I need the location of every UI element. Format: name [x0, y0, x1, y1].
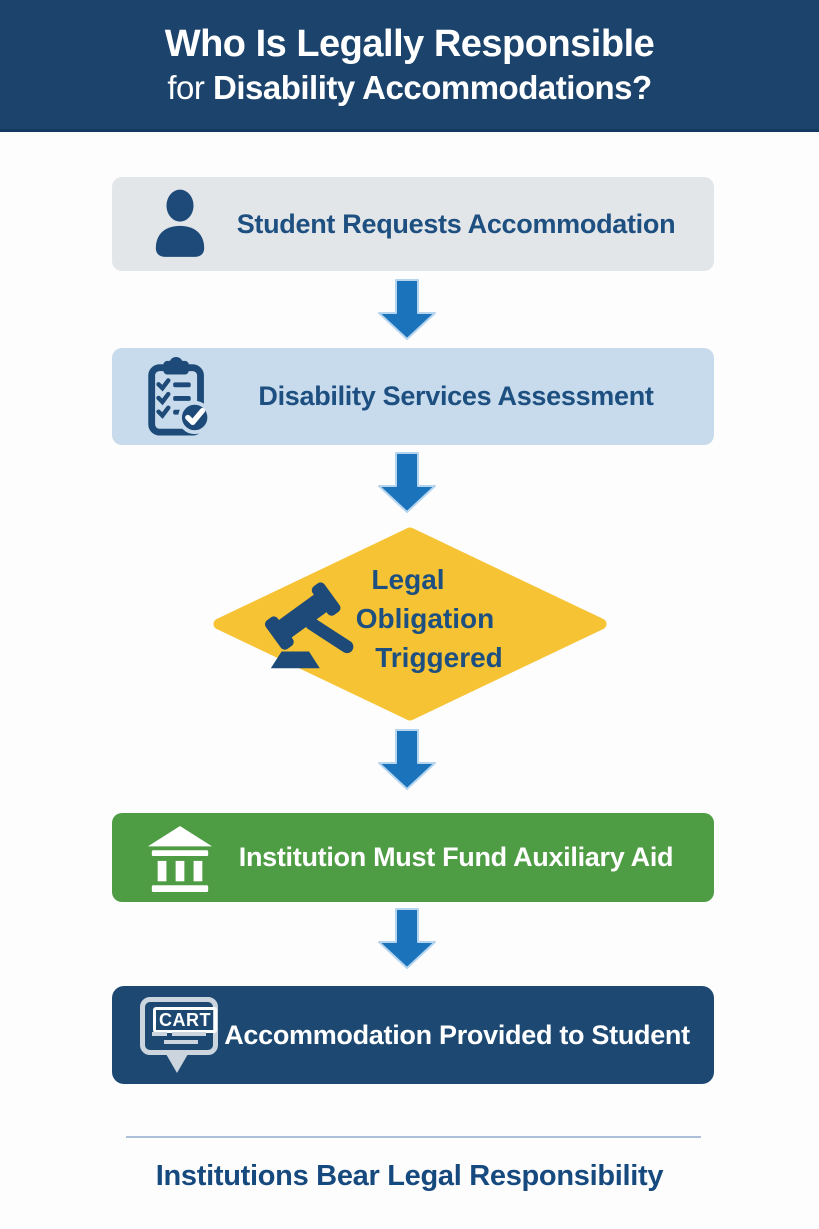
footer-conclusion: Institutions Bear Legal Responsibility — [155, 1160, 664, 1192]
footer-divider — [126, 1136, 701, 1138]
subtitle-emphasis: Disability Accommodations? — [213, 68, 652, 106]
diamond-label-line: Triggered — [375, 642, 503, 673]
step-label: Accommodation Provided to Student — [224, 1019, 690, 1050]
arrow-down-icon — [378, 908, 436, 969]
caption-dash — [172, 1032, 206, 1036]
header-banner: Who Is Legally Responsible for Disabilit… — [0, 0, 819, 132]
subtitle-prefix: for — [167, 68, 213, 106]
person-icon — [138, 189, 222, 259]
arrow-down-icon — [378, 279, 436, 340]
cart-label: CART — [153, 1007, 217, 1033]
diamond-label-line: Obligation — [355, 603, 495, 634]
caption-dash — [164, 1040, 198, 1044]
step-accommodation-provided: CART Accommodation Provided to Student — [112, 986, 714, 1084]
arrow-down-icon — [378, 729, 436, 790]
cart-captioning-icon: CART — [138, 991, 224, 1079]
diamond-label-line: Legal — [371, 564, 445, 595]
cart-speech-bubble: CART — [138, 991, 224, 1079]
step-institution-must-fund: Institution Must Fund Auxiliary Aid — [112, 813, 714, 902]
page-title: Who Is Legally Responsible — [164, 22, 655, 65]
caption-lines — [152, 1032, 206, 1044]
caption-dash — [152, 1032, 167, 1036]
step-disability-services-assessment: Disability Services Assessment — [112, 348, 714, 445]
arrow-down-icon — [378, 452, 436, 513]
step-label: Student Requests Accommodation — [236, 208, 676, 239]
clipboard-check-icon — [138, 356, 222, 438]
caption-line-row — [152, 1032, 206, 1036]
speech-bubble-tail — [166, 1054, 188, 1073]
step-label: Institution Must Fund Auxiliary Aid — [238, 842, 674, 872]
gavel-icon — [264, 582, 354, 669]
step-label: Disability Services Assessment — [258, 381, 654, 411]
step-student-request: Student Requests Accommodation — [112, 177, 714, 271]
bank-icon — [138, 824, 222, 892]
cart-bubble-outline: CART — [140, 997, 218, 1055]
diamond-shape — [213, 527, 607, 721]
page-subtitle: for Disability Accommodations? — [167, 67, 652, 109]
step-legal-obligation-triggered: Legal Obligation Triggered — [213, 527, 607, 721]
